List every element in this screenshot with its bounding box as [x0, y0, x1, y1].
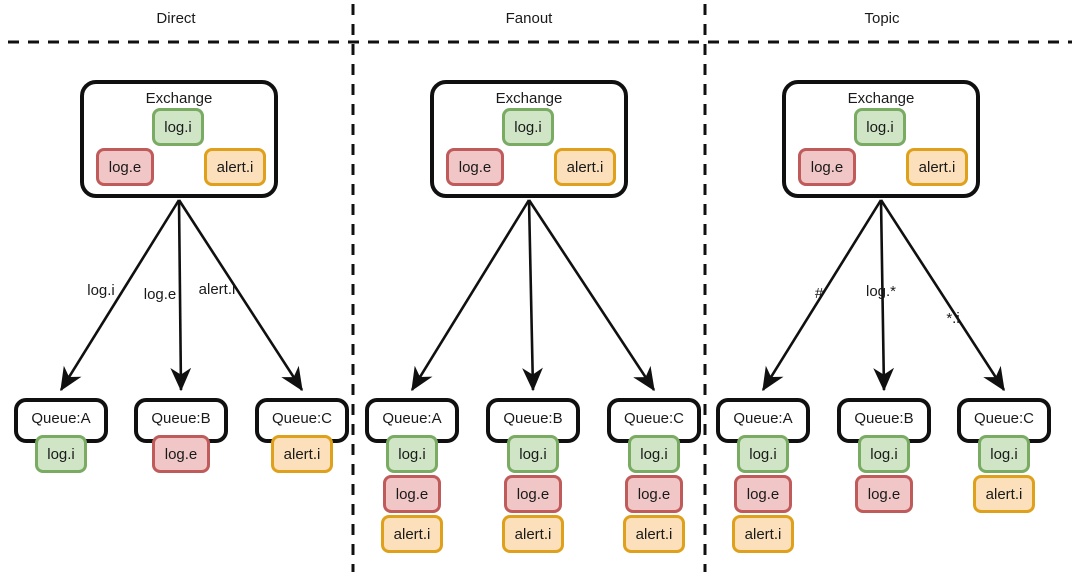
binding-key-label-topic-0: # [814, 285, 824, 302]
queue-tag-log-i[interactable]: log.i [386, 435, 438, 473]
arrow-fanout-1 [522, 199, 543, 392]
queue-label-direct-0: Queue:A [31, 410, 91, 427]
section-title-fanout: Fanout [505, 10, 553, 27]
queue-tag-alert-i[interactable]: alert.i [271, 435, 333, 473]
queue-tag-log-e[interactable]: log.e [383, 475, 441, 513]
binding-key-label-topic-1: log.* [865, 283, 897, 300]
queue-box-topic-2[interactable]: Queue:C [957, 398, 1051, 443]
exchange-tag-log-e[interactable]: log.e [446, 148, 504, 186]
exchange-tag-alert-i[interactable]: alert.i [204, 148, 266, 186]
queue-tag-log-i[interactable]: log.i [35, 435, 87, 473]
queue-tag-log-e[interactable]: log.e [734, 475, 792, 513]
exchange-tag-log-i[interactable]: log.i [854, 108, 906, 146]
arrow-topic-2 [879, 199, 1006, 392]
section-title-direct: Direct [156, 10, 196, 27]
queue-tag-log-i[interactable]: log.i [628, 435, 680, 473]
arrow-direct-1 [170, 199, 192, 392]
arrow-direct-0 [59, 199, 181, 392]
arrow-direct-2 [177, 199, 304, 392]
queue-tag-log-i[interactable]: log.i [737, 435, 789, 473]
exchange-tag-alert-i[interactable]: alert.i [906, 148, 968, 186]
queue-tag-log-i[interactable]: log.i [858, 435, 910, 473]
binding-key-label-direct-1: log.e [143, 286, 177, 303]
queue-label-topic-0: Queue:A [733, 410, 793, 427]
queue-tag-log-e[interactable]: log.e [152, 435, 210, 473]
arrow-topic-0 [761, 199, 883, 392]
queue-tag-alert-i[interactable]: alert.i [623, 515, 685, 553]
binding-key-label-direct-0: log.i [87, 282, 115, 299]
exchange-label-direct: Exchange [145, 90, 213, 107]
queue-label-direct-2: Queue:C [271, 410, 333, 427]
queue-label-direct-1: Queue:B [151, 410, 211, 427]
exchange-tag-log-e[interactable]: log.e [798, 148, 856, 186]
queue-tag-log-e[interactable]: log.e [625, 475, 683, 513]
exchange-tag-log-i[interactable]: log.i [502, 108, 554, 146]
queue-label-topic-2: Queue:C [973, 410, 1035, 427]
exchange-label-topic: Exchange [847, 90, 915, 107]
queue-tag-alert-i[interactable]: alert.i [381, 515, 443, 553]
queue-label-topic-1: Queue:B [854, 410, 914, 427]
arrow-topic-1 [873, 199, 895, 392]
queue-tag-log-e[interactable]: log.e [504, 475, 562, 513]
arrow-fanout-0 [410, 199, 531, 392]
exchange-tag-log-e[interactable]: log.e [96, 148, 154, 186]
queue-tag-log-i[interactable]: log.i [978, 435, 1030, 473]
section-dividers [8, 4, 1072, 572]
queue-label-fanout-2: Queue:C [623, 410, 685, 427]
queue-tag-alert-i[interactable]: alert.i [732, 515, 794, 553]
queue-tag-log-e[interactable]: log.e [855, 475, 913, 513]
queue-tag-alert-i[interactable]: alert.i [973, 475, 1035, 513]
arrows [59, 199, 1006, 392]
queue-label-fanout-0: Queue:A [382, 410, 442, 427]
queue-tag-log-i[interactable]: log.i [507, 435, 559, 473]
queue-label-fanout-1: Queue:B [503, 410, 563, 427]
binding-key-label-topic-2: *.i [946, 310, 960, 327]
arrow-fanout-2 [527, 199, 656, 392]
exchange-label-fanout: Exchange [495, 90, 563, 107]
binding-key-label-direct-2: alert.i [198, 281, 236, 298]
queue-tag-alert-i[interactable]: alert.i [502, 515, 564, 553]
section-title-topic: Topic [864, 10, 900, 27]
exchange-tag-alert-i[interactable]: alert.i [554, 148, 616, 186]
exchange-tag-log-i[interactable]: log.i [152, 108, 204, 146]
